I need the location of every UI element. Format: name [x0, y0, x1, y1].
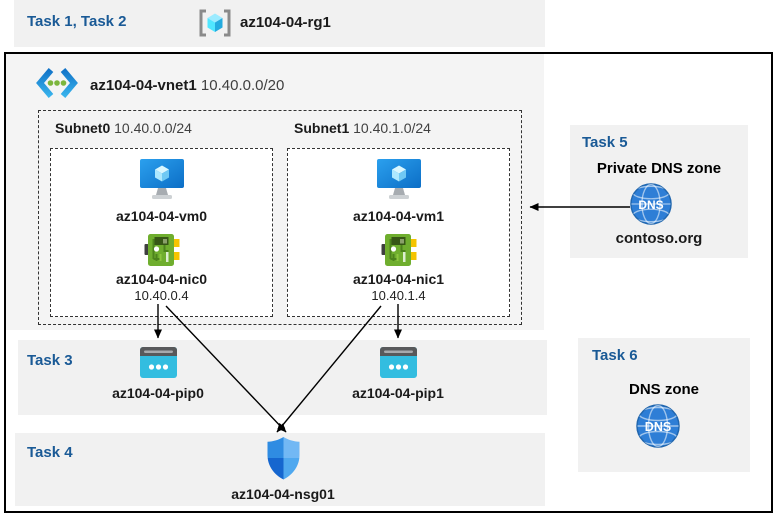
resource-group-name: az104-04-rg1: [240, 14, 331, 31]
vm0-icon: [139, 159, 185, 203]
nic1-icon: [381, 233, 416, 267]
task4-band: Task 4 az104-04-nsg01: [15, 433, 545, 506]
nic0-ip: 10.40.0.4: [134, 288, 189, 303]
task5-box: Task 5 Private DNS zone DNS contoso.org: [570, 125, 748, 258]
task5-label: Task 5: [582, 134, 628, 151]
nic1-ip: 10.40.1.4: [371, 288, 426, 303]
task6-label: Task 6: [592, 347, 638, 364]
pip0-icon: [140, 347, 177, 378]
subnet0-cidr: 10.40.0.0/24: [114, 120, 192, 136]
vnet-icon: [34, 66, 80, 100]
subnet1-name: Subnet1: [294, 120, 350, 136]
vnet-name: az104-04-vnet1: [90, 77, 197, 94]
subnet0-name: Subnet0: [55, 120, 111, 136]
subnet1-label: Subnet1 10.40.1.0/24: [294, 120, 431, 136]
dns-zone-title: DNS zone: [628, 381, 699, 398]
nsg-icon: [266, 437, 301, 480]
subnet1-cidr: 10.40.1.0/24: [353, 120, 431, 136]
vm1-icon: [376, 159, 422, 203]
private-dns-icon: DNS: [630, 183, 672, 225]
nsg-name: az104-04-nsg01: [231, 486, 335, 502]
vnet-title: az104-04-vnet1 10.40.0.0/20: [90, 77, 284, 94]
pip1-icon: [380, 347, 417, 378]
task4-label: Task 4: [27, 444, 73, 461]
task3-band: Task 3 az104-04-pip0 az104-04-pip1: [18, 340, 547, 415]
nic0-name: az104-04-nic0: [115, 271, 208, 287]
dns-icon-text: DNS: [638, 198, 663, 212]
pip1-name: az104-04-pip1: [352, 385, 444, 401]
task3-label: Task 3: [27, 352, 73, 369]
resource-group-band: Task 1, Task 2 az104-04-rg1: [14, 0, 545, 47]
subnet1-box: az104-04-vm1 az104-04-nic1 10.40.1.4: [287, 148, 510, 317]
dns-zone-icon: DNS: [636, 404, 680, 448]
pip0-name: az104-04-pip0: [112, 385, 204, 401]
private-dns-zone-name: contoso.org: [615, 230, 703, 247]
subnet0-label: Subnet0 10.40.0.0/24: [55, 120, 192, 136]
vm1-name: az104-04-vm1: [352, 208, 445, 224]
vnet-cidr: 10.40.0.0/20: [200, 77, 285, 94]
nic1-name: az104-04-nic1: [352, 271, 445, 287]
diagram-frame: [4, 52, 773, 513]
resource-group-icon: [197, 9, 233, 37]
task6-box: Task 6 DNS zone DNS: [578, 338, 750, 472]
dns-icon-text: DNS: [645, 420, 671, 434]
vm0-name: az104-04-vm0: [115, 208, 208, 224]
subnet0-box: az104-04-vm0 az104-04-nic0 10.40.0.4: [50, 148, 273, 317]
nic0-icon: [144, 233, 179, 267]
task-1-2-label: Task 1, Task 2: [27, 13, 127, 30]
private-dns-zone-title: Private DNS zone: [596, 160, 722, 177]
